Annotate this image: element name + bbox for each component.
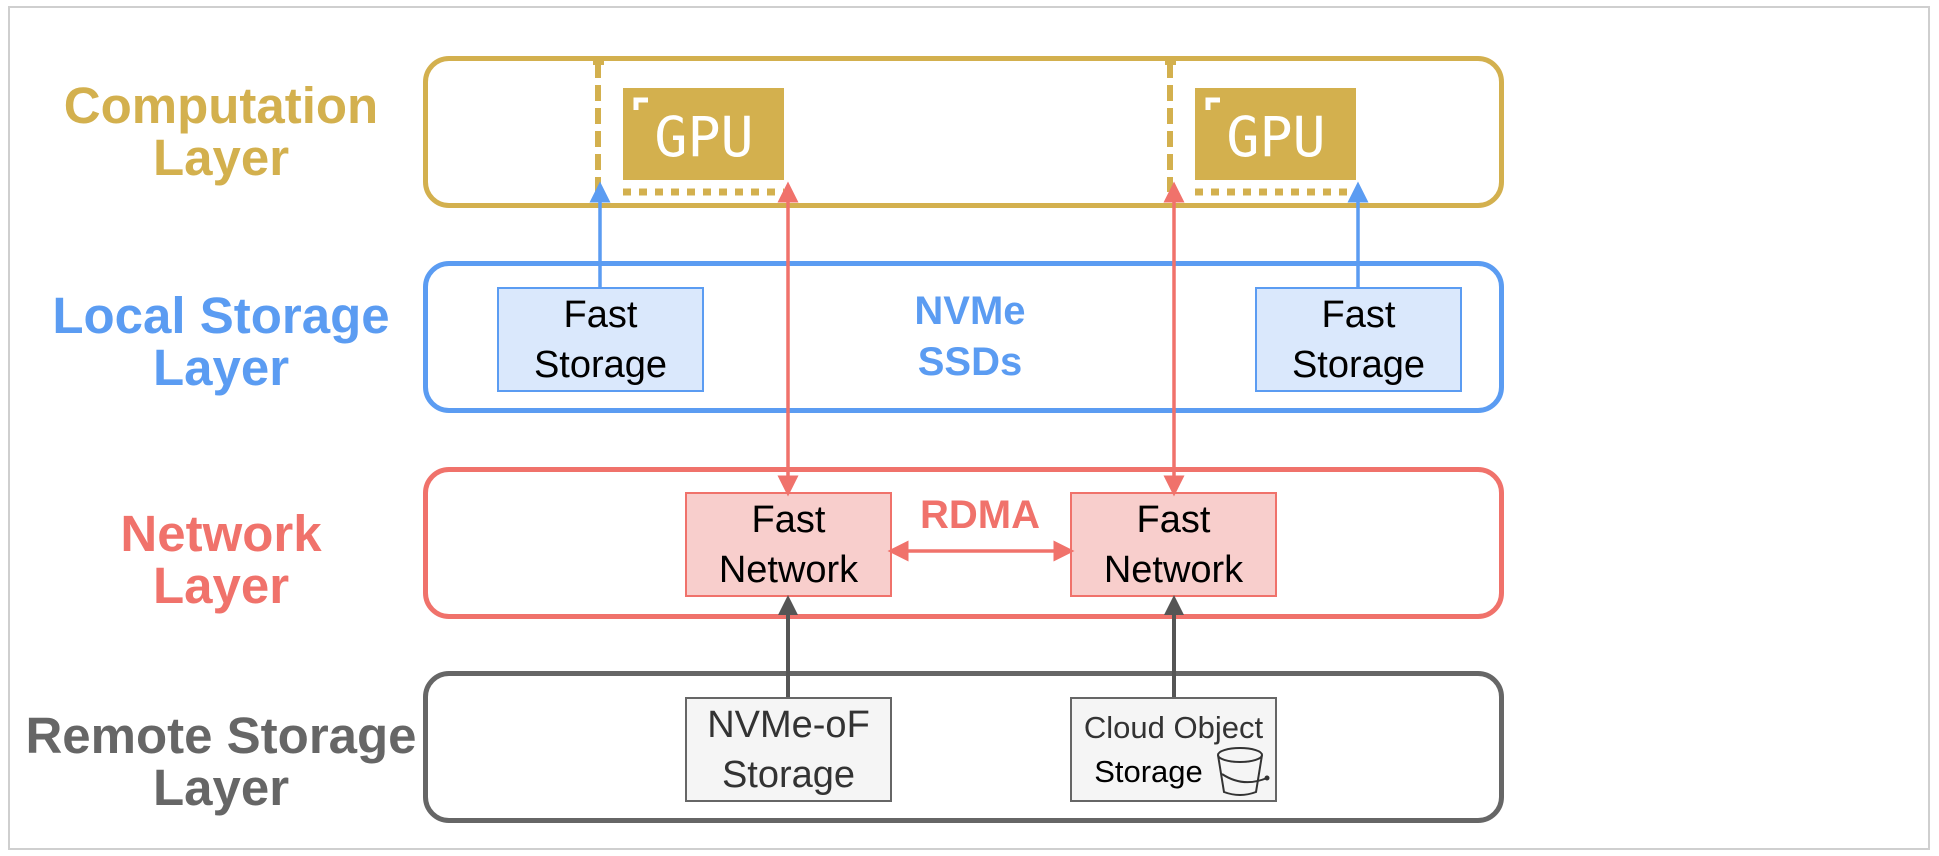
computation-layer-label: Computation Layer <box>11 80 431 184</box>
computation-layer-band <box>423 56 1504 208</box>
nvme-ssds-label: NVMe SSDs <box>870 286 1070 388</box>
fast-network-line2: Network <box>718 548 859 591</box>
nvmeof-line2: Storage <box>721 753 856 796</box>
cloud-object-storage-box: Cloud Object Storage <box>1070 697 1277 802</box>
network-label-line1: Network <box>120 505 322 562</box>
local-storage-label-line1: Local Storage <box>52 287 390 344</box>
computation-label-line1: Computation <box>63 77 379 134</box>
cloud-line2: Storage <box>1094 753 1203 789</box>
fast-storage-line2: Storage <box>533 343 668 386</box>
fast-network-line2: Network <box>1103 548 1244 591</box>
gpu-card-icon: GPU <box>1165 59 1356 196</box>
diagram-frame <box>8 6 1930 850</box>
remote-storage-label-line1: Remote Storage <box>25 707 417 764</box>
fast-storage-line1: Fast <box>1321 293 1396 336</box>
fast-storage-box: Fast Storage <box>1255 287 1462 392</box>
fast-storage-box: Fast Storage <box>497 287 704 392</box>
nvme-label-line2: SSDs <box>917 340 1023 384</box>
network-label-line2: Layer <box>152 557 290 614</box>
remote-storage-layer-band <box>423 671 1504 823</box>
gpu-label: GPU <box>654 105 753 169</box>
fast-storage-line1: Fast <box>563 293 638 336</box>
remote-storage-layer-label: Remote Storage Layer <box>11 710 431 814</box>
cloud-line1: Cloud Object <box>1083 709 1264 745</box>
bucket-icon <box>1217 747 1270 796</box>
computation-label-line2: Layer <box>152 129 290 186</box>
fast-network-line1: Fast <box>751 498 826 541</box>
fast-network-box: Fast Network <box>685 492 892 597</box>
rdma-label: RDMA <box>920 493 1040 537</box>
local-storage-layer-label: Local Storage Layer <box>11 290 431 394</box>
fast-network-line1: Fast <box>1136 498 1211 541</box>
gpu-label: GPU <box>1226 105 1325 169</box>
nvmeof-storage-box: NVMe-oF Storage <box>685 697 892 802</box>
fast-storage-line2: Storage <box>1291 343 1426 386</box>
network-layer-label: Network Layer <box>11 508 431 612</box>
gpu-card-icon: GPU <box>593 59 784 196</box>
local-storage-layer-band <box>423 261 1504 413</box>
network-layer-band <box>423 467 1504 619</box>
nvmeof-line1: NVMe-oF <box>707 703 870 746</box>
local-storage-label-line2: Layer <box>152 339 290 396</box>
remote-storage-label-line2: Layer <box>152 759 290 816</box>
nvme-label-line1: NVMe <box>914 289 1026 333</box>
